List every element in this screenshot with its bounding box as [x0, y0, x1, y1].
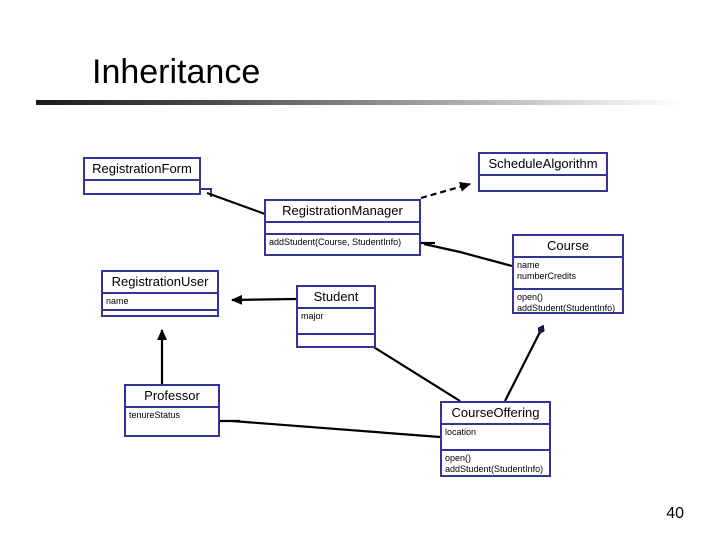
class-separator [126, 406, 218, 408]
link-professor-to-offering [220, 419, 441, 439]
class-separator [298, 307, 374, 309]
class-operation-row: addStudent(Course, StudentInfo) [269, 237, 402, 247]
class-operation-row: open() [517, 292, 544, 302]
class-separator [298, 333, 374, 335]
link-manager-to-course [421, 241, 513, 268]
class-box-student[interactable]: Student major [296, 285, 376, 348]
class-name-registration-form: RegistrationForm [92, 161, 192, 176]
link-student-to-user [231, 294, 297, 305]
page-number: 40 [666, 505, 684, 522]
class-attribute-row: numberCredits [517, 271, 577, 281]
class-attributes-schedule-algorithm [480, 176, 606, 180]
title-divider [36, 100, 684, 105]
class-box-schedule-algorithm[interactable]: ScheduleAlgorithm [478, 152, 608, 192]
class-attributes-registration-form [85, 181, 199, 185]
class-attribute-row: tenureStatus [129, 410, 181, 420]
class-separator [266, 221, 419, 223]
link-student-to-offering [371, 345, 461, 402]
class-operation-row: addStudent(StudentInfo) [517, 303, 616, 313]
class-attributes-registration-manager [266, 223, 419, 233]
class-box-professor[interactable]: Professor tenureStatus [124, 384, 220, 437]
class-separator [266, 233, 419, 235]
class-box-course-offering[interactable]: CourseOffering location open() addStuden… [440, 401, 551, 477]
class-attribute-row: name [106, 296, 129, 306]
class-attribute-row: name [517, 260, 540, 270]
link-manager-to-algorithm [420, 181, 471, 200]
class-attributes-course-offering: location [442, 425, 549, 449]
link-form-to-manager [201, 188, 266, 216]
class-operations-student [298, 335, 374, 339]
class-attributes-professor: tenureStatus [126, 408, 218, 423]
class-attribute-row: major [301, 311, 324, 321]
class-attributes-course: name numberCredits [514, 258, 622, 288]
class-name-professor: Professor [144, 388, 200, 403]
class-separator [442, 423, 549, 425]
class-separator [103, 292, 217, 294]
class-box-registration-form[interactable]: RegistrationForm [83, 157, 201, 195]
class-attributes-registration-user: name [103, 294, 217, 309]
class-attribute-row: location [445, 427, 477, 437]
class-operation-row: open() [445, 453, 472, 463]
class-box-registration-manager[interactable]: RegistrationManager addStudent(Course, S… [264, 199, 421, 256]
class-separator [480, 174, 606, 176]
class-separator [514, 288, 622, 290]
class-operations-registration-manager: addStudent(Course, StudentInfo) [266, 235, 419, 250]
class-separator [442, 449, 549, 451]
class-operation-row: addStudent(StudentInfo) [445, 464, 544, 474]
class-separator [103, 309, 217, 311]
class-operations-registration-user [103, 311, 217, 315]
class-name-registration-user: RegistrationUser [111, 274, 209, 289]
class-box-registration-user[interactable]: RegistrationUser name [101, 270, 219, 317]
link-course-to-offering [504, 326, 543, 402]
class-operations-course: open() addStudent(StudentInfo) [514, 290, 622, 316]
class-operations-course-offering: open() addStudent(StudentInfo) [442, 451, 549, 477]
class-name-registration-manager: RegistrationManager [282, 203, 403, 218]
class-attributes-student: major [298, 309, 374, 333]
page-title: Inheritance [92, 53, 261, 91]
class-box-course[interactable]: Course name numberCredits open() addStud… [512, 234, 624, 314]
class-separator [85, 179, 199, 181]
class-name-schedule-algorithm: ScheduleAlgorithm [488, 156, 598, 171]
class-separator [514, 256, 622, 258]
class-name-course-offering: CourseOffering [451, 405, 540, 420]
class-name-course: Course [547, 238, 589, 253]
class-name-student: Student [313, 289, 359, 304]
